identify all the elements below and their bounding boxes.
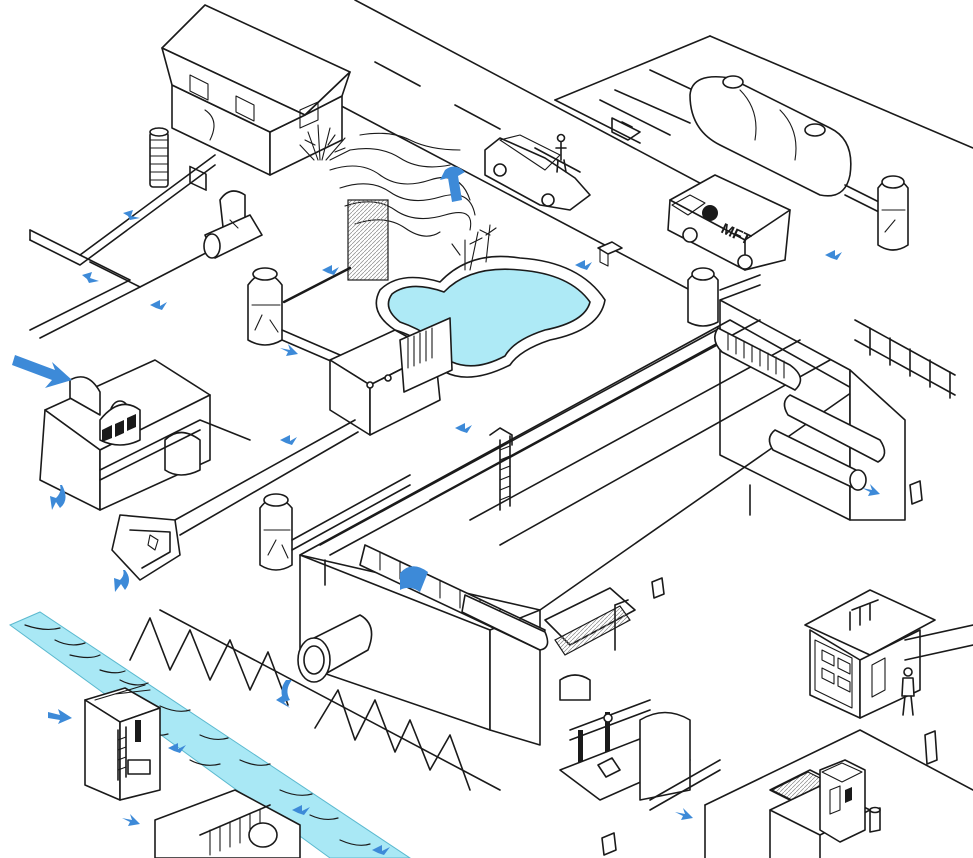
flow-arrow-icon	[862, 484, 880, 496]
valve-icon	[597, 713, 621, 778]
screen-chamber	[329, 317, 453, 436]
river	[8, 611, 411, 858]
pipe-stub	[869, 806, 881, 833]
retaining-wall	[347, 199, 389, 281]
cabinet-icon	[819, 759, 866, 843]
flow-arrow-icon	[280, 435, 297, 445]
control-box	[601, 832, 617, 856]
flow-arrow-icon	[150, 300, 167, 310]
flow-arrow-icon	[675, 808, 693, 820]
flow-arrow-icon	[575, 260, 592, 270]
flow-arrow-icon	[455, 423, 472, 433]
drum-screen	[714, 327, 886, 491]
flow-arrow-icon	[280, 344, 298, 356]
vent-pipe	[149, 127, 169, 188]
screw-conveyor	[359, 544, 549, 651]
flow-arrow-icon	[276, 680, 292, 708]
grit-chamber	[39, 359, 251, 511]
pump-icon	[544, 587, 721, 811]
flow-arrows	[12, 166, 880, 855]
pump-chamber	[203, 190, 263, 259]
tank-icon	[877, 175, 909, 251]
plant-icon	[451, 224, 497, 271]
flow-arrow-icon	[322, 265, 339, 275]
inlet-pipe	[297, 614, 373, 683]
flow-arrow-icon	[114, 570, 129, 592]
control-box	[909, 480, 923, 505]
screen-chamber	[154, 789, 301, 858]
treatment-basin-main	[299, 299, 906, 746]
manhole-icon	[111, 419, 359, 581]
house-icon	[161, 4, 351, 191]
flow-arrow-icon	[440, 166, 465, 202]
manhole-icon	[597, 241, 623, 255]
control-building	[804, 589, 973, 719]
flow-arrow-icon	[122, 814, 140, 826]
flow-arrow-icon	[12, 355, 72, 388]
ladder-icon	[489, 427, 513, 511]
control-box	[924, 730, 938, 765]
parking-sign-icon	[611, 117, 641, 141]
flow-arrow-icon	[292, 805, 310, 815]
flow-arrow-icon	[48, 709, 72, 724]
control-box	[651, 577, 665, 599]
road-markings	[329, 0, 973, 291]
person-icon	[555, 133, 567, 173]
river-bank	[129, 609, 501, 791]
flow-arrow-icon	[50, 485, 66, 510]
flow-arrow-icon	[82, 272, 99, 283]
person-icon	[901, 667, 915, 716]
flow-arrow-icon	[123, 210, 140, 220]
flow-arrow-icon	[825, 250, 842, 260]
plant-icon	[299, 124, 351, 161]
flow-arrow-icon	[372, 845, 390, 855]
tank-icon	[259, 474, 411, 571]
flow-arrow-icon	[168, 743, 186, 753]
tank-icon	[687, 267, 761, 327]
van-icon: MFT	[667, 174, 791, 271]
car-icon	[484, 134, 591, 211]
manhole-riser	[599, 247, 609, 267]
tank-icon	[247, 266, 352, 366]
lamp-post	[324, 484, 751, 651]
wet-well	[84, 684, 161, 801]
railing	[854, 319, 956, 399]
